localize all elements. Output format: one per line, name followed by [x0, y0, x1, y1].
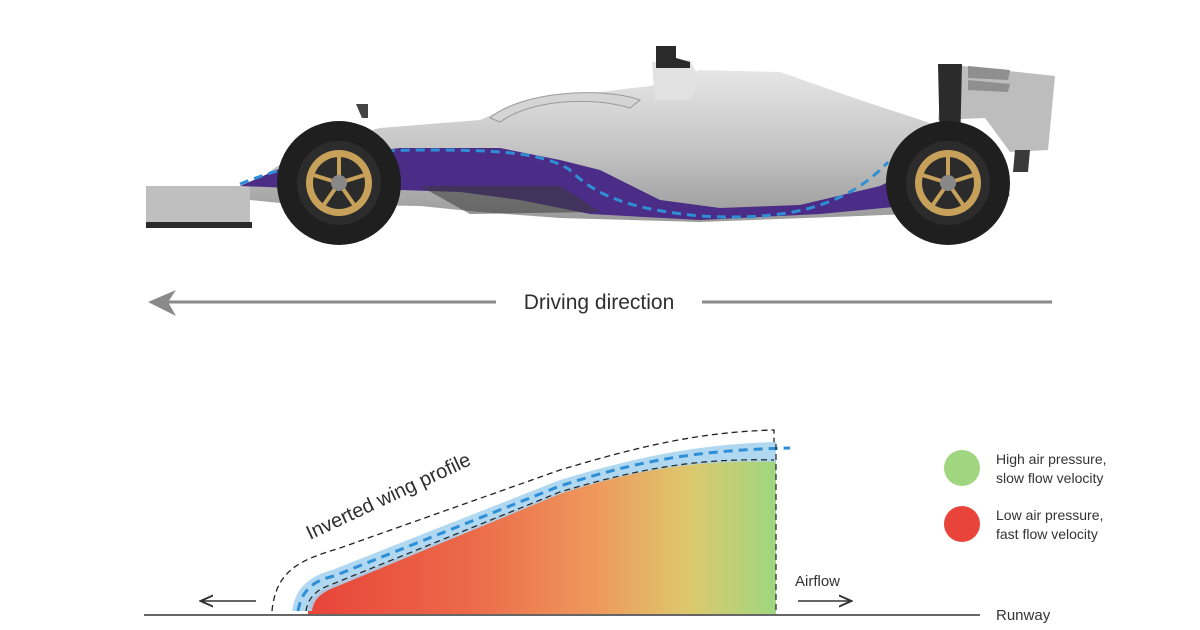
rear-wheel — [886, 121, 1010, 245]
driving-direction-label: Driving direction — [524, 291, 675, 314]
driving-direction-arrow: Driving direction — [148, 290, 1052, 316]
halo — [489, 92, 642, 123]
f1-car — [146, 46, 1055, 245]
legend-low-line2: fast flow velocity — [996, 526, 1098, 542]
legend-low-line1: Low air pressure, — [996, 507, 1103, 523]
wing-outline-outer — [271, 429, 775, 612]
legend-high-line1: High air pressure, — [996, 451, 1107, 467]
wing-outline-inner — [305, 459, 775, 612]
front-wheel — [277, 121, 401, 245]
car-floor-accent — [240, 148, 905, 220]
legend-high-line2: slow flow velocity — [996, 470, 1103, 486]
arrow-left-icon — [148, 290, 176, 316]
airflow-line-wing — [296, 446, 791, 612]
wing-profile-diagram: Inverted wing profile Airflow Runway — [144, 429, 1051, 624]
pressure-field — [308, 459, 776, 614]
legend-swatch-low-pressure — [944, 506, 980, 542]
boundary-layer-band — [292, 442, 776, 611]
legend-swatch-high-pressure — [944, 450, 980, 486]
runway-label: Runway — [996, 607, 1051, 624]
airflow-label: Airflow — [795, 573, 840, 590]
legend: High air pressure, slow flow velocity Lo… — [944, 450, 1107, 542]
